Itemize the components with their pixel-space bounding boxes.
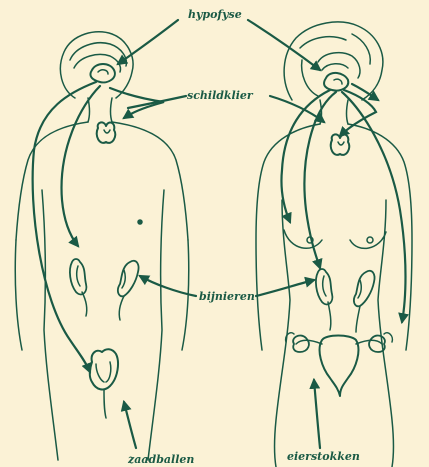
- male-adrenal-left: [70, 259, 86, 294]
- label-bijnieren: bijnieren: [199, 291, 255, 302]
- label-pointer-lines: [118, 20, 324, 448]
- label-zaadballen: zaadballen: [128, 454, 194, 465]
- male-figure: [15, 32, 189, 460]
- female-pituitary-gland: [324, 73, 348, 91]
- male-pituitary-gland: [90, 64, 114, 82]
- female-figure: [256, 22, 412, 467]
- label-schildklier: schildklier: [187, 90, 253, 101]
- label-hypofyse: hypofyse: [188, 9, 242, 20]
- label-eierstokken: eierstokken: [287, 451, 360, 462]
- female-hair: [284, 22, 383, 100]
- male-testes: [90, 349, 118, 389]
- female-uterus: [320, 336, 359, 397]
- female-hormone-arrows: [281, 84, 405, 322]
- female-breast-left: [284, 230, 322, 248]
- female-breast-right: [350, 232, 386, 248]
- female-adrenal-right: [354, 271, 375, 307]
- female-adrenal-left: [316, 269, 332, 304]
- male-adrenal-right: [118, 261, 139, 297]
